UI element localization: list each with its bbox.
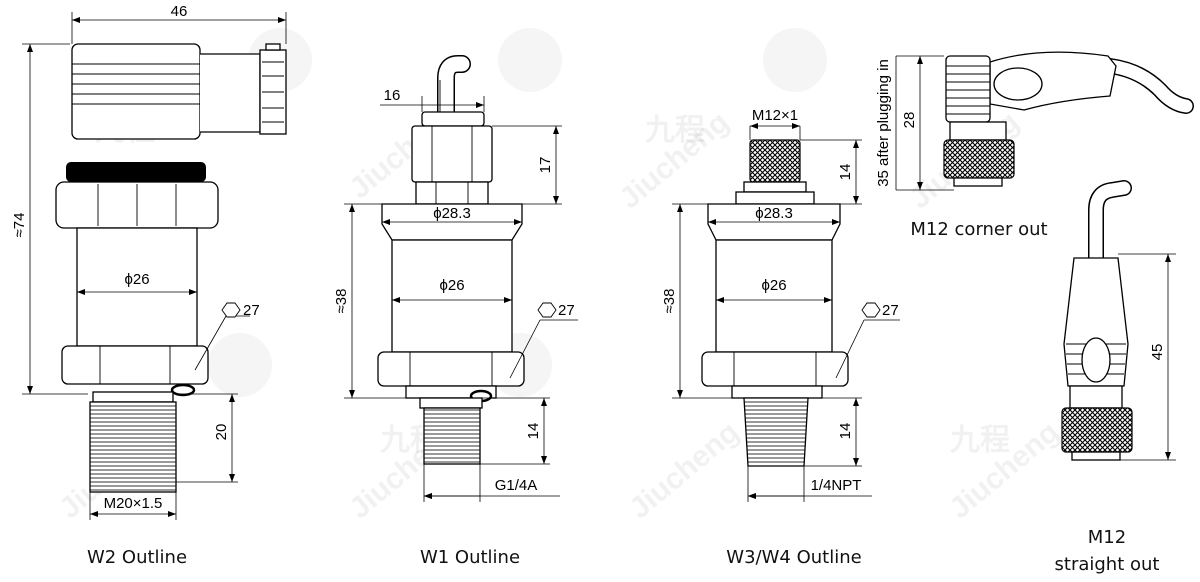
w1-hex: [377, 351, 525, 387]
watermark-text: Jiucheng: [623, 415, 745, 525]
w2-thread-neck: [92, 391, 174, 403]
w1-flange-dia-label: ϕ28.3: [433, 205, 471, 222]
w3-connector-collar: [735, 191, 815, 205]
m12-straight-outline: 45 M12 straight out: [1055, 180, 1176, 575]
w1-thread-neck: [419, 397, 483, 409]
w2-body-dia-label: ϕ26: [124, 271, 149, 288]
m12-straight-height-label: 45: [1149, 344, 1166, 361]
w2-thread: [89, 401, 177, 493]
w2-hex-flats: [99, 346, 171, 384]
m12-corner-height-label: 28: [901, 112, 918, 129]
w2-nut-flats: [97, 184, 177, 226]
w3-outline: M12×1 14 ϕ28.3 ≈38 ϕ26 27 14 1/4NPT W3/W…: [661, 107, 900, 568]
hex-icon: [221, 302, 241, 318]
w2-hex: [61, 345, 209, 385]
m12-corner-tip: [953, 177, 1003, 187]
w2-body: [76, 227, 198, 347]
w1-hex-label: 27: [558, 302, 575, 319]
w3-thread-len-label: 14: [837, 423, 854, 440]
m12-corner-note: 35 after plugging in: [875, 59, 892, 187]
w3-hex-collar: [731, 385, 823, 399]
w3-m12-connector: [749, 139, 801, 183]
m12-corner-caption: M12 corner out: [910, 219, 1047, 240]
m12-corner-outline: 28 35 after plugging in M12 corner out: [875, 51, 1194, 240]
w2-caption: W2 Outline: [87, 547, 187, 568]
m12-corner-knurled-nut: [943, 139, 1015, 179]
w2-connector-housing: [71, 43, 201, 140]
w2-gland-lines: [262, 61, 284, 123]
w1-caption: W1 Outline: [420, 547, 520, 568]
w2-seal-ring: [66, 162, 206, 182]
w3-thread-label: 1/4NPT: [811, 477, 862, 494]
w1-thread-label: G1/4A: [495, 477, 538, 494]
w2-thread-label: M20×1.5: [104, 495, 163, 512]
m12-corner-latch: [993, 67, 1043, 101]
m12-straight-knurled-nut: [1061, 407, 1133, 453]
m12-straight-caption-line2: straight out: [1055, 554, 1160, 575]
w1-body-dia-label: ϕ26: [439, 277, 464, 294]
w3-hex: [701, 351, 849, 387]
w3-body: [715, 239, 833, 353]
hex-icon: [537, 302, 557, 318]
watermark-chinese: 九程: [645, 114, 705, 147]
w3-flange-dia-label: ϕ28.3: [755, 205, 793, 222]
w2-outline: 46 ≈74 ϕ26 27 20 M20×1.5 W2 Outline: [11, 3, 287, 568]
w2-height-label: ≈74: [11, 213, 28, 238]
w1-height-label: ≈38: [333, 289, 350, 314]
w1-top-hex: [411, 125, 493, 183]
m12-corner-neck: [949, 121, 1007, 141]
w2-hex-label: 27: [243, 302, 260, 319]
w3-hex-label: 27: [882, 302, 899, 319]
w1-outline: 16 17 ϕ28.3 ≈38 ϕ26 27 14 G1/4A W1 Outli…: [333, 55, 578, 568]
m12-straight-tip: [1071, 451, 1121, 461]
w3-caption: W3/W4 Outline: [726, 547, 861, 568]
watermark-chinese: 九程: [950, 424, 1010, 457]
w1-thread-len-label: 14: [525, 423, 542, 440]
w1-top-neck: [415, 181, 489, 205]
w2-cable-block: [200, 53, 261, 133]
w2-gland-cap: [265, 43, 281, 51]
w3-body-dia-label: ϕ26: [761, 277, 786, 294]
w2-housing-ribs: [72, 63, 200, 105]
w2-thread-len-label: 20: [213, 424, 230, 441]
w2-width-label: 46: [171, 3, 188, 20]
w1-top-height-label: 17: [537, 157, 554, 174]
m12-straight-caption-line1: M12: [1088, 527, 1126, 548]
w1-thread: [423, 407, 481, 465]
w3-connector-height-label: 14: [837, 164, 854, 181]
w3-connector-label: M12×1: [752, 107, 798, 124]
w3-height-label: ≈38: [661, 289, 678, 314]
w3-npt-thread: [743, 397, 809, 467]
w1-top-cap: [421, 111, 485, 127]
hex-icon: [861, 302, 881, 318]
w2-o-ring: [170, 383, 196, 397]
w1-body: [391, 239, 513, 353]
w1-cable-width-label: 16: [384, 87, 401, 104]
w3-connector-base: [743, 181, 807, 193]
m12-straight-latch: [1081, 337, 1111, 383]
m12-straight-neck: [1069, 385, 1123, 409]
